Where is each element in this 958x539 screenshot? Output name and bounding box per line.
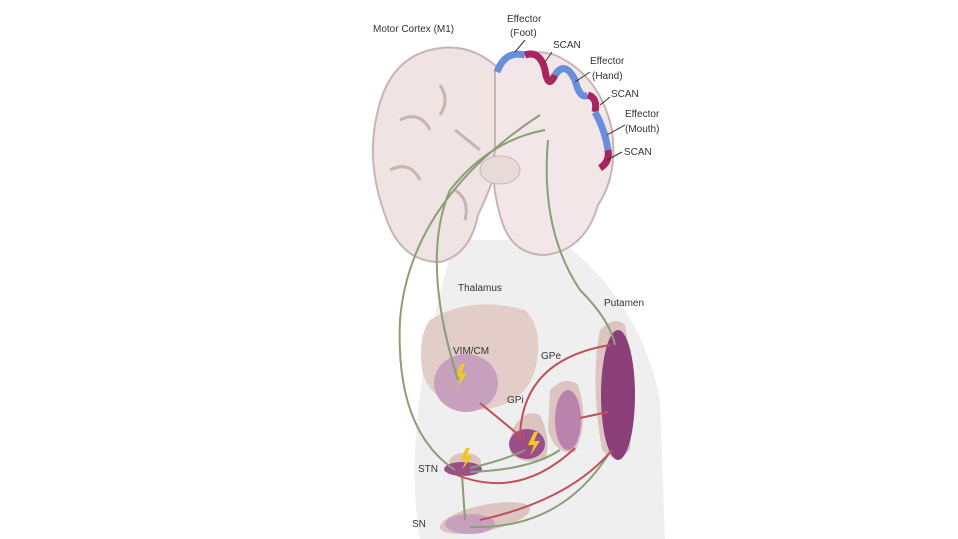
inhibitory-pathways [456, 344, 613, 521]
label-thalamus: Thalamus [458, 283, 502, 294]
label-gpi: GPi [507, 395, 524, 406]
lightning-icon-vim [455, 364, 467, 388]
stn [444, 462, 482, 476]
label-effector-foot-2: (Foot) [510, 28, 537, 39]
gpe [555, 390, 581, 450]
scan-3-strip [598, 149, 612, 172]
label-effector-hand: Effector [590, 56, 625, 67]
label-scan-2: SCAN [611, 89, 639, 100]
label-effector-mouth: Effector [625, 109, 660, 120]
label-motor-cortex: Motor Cortex (M1) [373, 24, 454, 35]
scan-2-strip [586, 91, 600, 113]
right-hemisphere [492, 51, 615, 257]
label-effector-foot: Effector [507, 14, 542, 25]
label-scan-1: SCAN [553, 40, 581, 51]
putamen [601, 330, 635, 460]
left-hemisphere [371, 46, 501, 264]
excitatory-pathways [398, 114, 616, 529]
label-sn: SN [412, 519, 426, 530]
vim-cm-nucleus [434, 354, 498, 412]
label-effector-mouth-2: (Mouth) [625, 124, 659, 135]
label-vim-cm: VIM/CM [453, 346, 489, 357]
lightning-icon-stn [460, 448, 472, 470]
effector-foot-strip [493, 50, 526, 74]
label-scan-3: SCAN [624, 147, 652, 158]
label-gpe: GPe [541, 351, 561, 362]
label-stn: STN [418, 464, 438, 475]
brain-coronal-section [371, 46, 615, 264]
label-putamen: Putamen [604, 298, 644, 309]
effector-mouth-strip [591, 110, 612, 151]
scan-1-strip [523, 50, 559, 85]
label-effector-hand-2: (Hand) [592, 71, 623, 82]
lightning-icon-gpi [528, 432, 540, 456]
effector-hand-strip [552, 65, 590, 100]
label-leaders [514, 39, 626, 161]
